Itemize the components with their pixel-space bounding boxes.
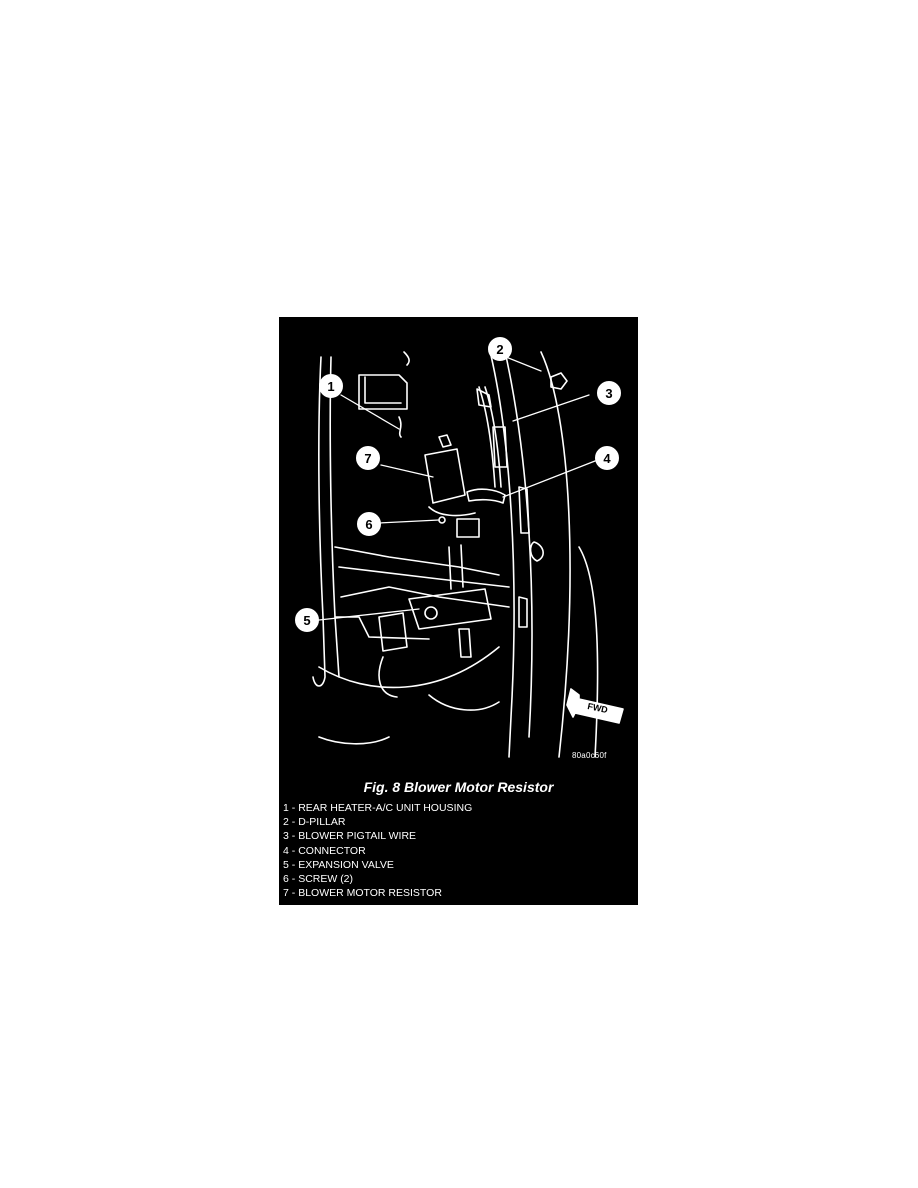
blower-motor-resistor-drawing [424, 434, 480, 538]
legend-item: 7 - BLOWER MOTOR RESISTOR [283, 887, 442, 900]
blower-pigtail-wire-drawing [466, 386, 508, 504]
callout-3 [597, 381, 621, 405]
figure-caption: Fig. 8 Blower Motor Resistor [363, 779, 554, 795]
legend-item: 5 - EXPANSION VALVE [283, 858, 394, 871]
blower-motor-resistor-illustration: 1 2 3 4 5 6 7 FWD [295, 337, 624, 758]
callout-label-7: 7 [364, 451, 371, 466]
callout-5 [295, 608, 319, 632]
legend-item: 4 - CONNECTOR [283, 844, 366, 857]
callout-2 [488, 337, 512, 361]
callout-4 [595, 446, 619, 470]
callout-7 [356, 446, 380, 470]
legend-item: 2 - D-PILLAR [283, 816, 346, 829]
callout-circles [295, 337, 621, 632]
callout-label-4: 4 [603, 451, 611, 466]
legend-item: 3 - BLOWER PIGTAIL WIRE [283, 830, 417, 843]
callout-1 [319, 374, 343, 398]
fwd-label: FWD [587, 701, 610, 715]
fwd-arrow: FWD [566, 688, 624, 724]
expansion-valve-drawing [378, 544, 492, 698]
callout-label-6: 6 [365, 517, 372, 532]
callout-6 [357, 512, 381, 536]
figure-code: 80a0c60f [572, 751, 607, 760]
legend-item: 1 - REAR HEATER-A/C UNIT HOUSING [283, 802, 473, 814]
d-pillar-drawing [488, 346, 599, 758]
callout-label-5: 5 [303, 613, 310, 628]
callout-label-1: 1 [327, 379, 334, 394]
callout-label-3: 3 [605, 386, 612, 401]
leader-lines [318, 354, 596, 621]
legend-list: 1 - REAR HEATER-A/C UNIT HOUSING 2 - D-P… [283, 801, 472, 900]
rear-heater-ac-housing-drawing [312, 351, 510, 745]
callout-label-2: 2 [496, 342, 503, 357]
legend-item: 6 - SCREW (2) [283, 873, 354, 886]
figure-panel: 1 2 3 4 5 6 7 FWD 80a0c60f Fig. 8 Blower… [279, 317, 638, 905]
